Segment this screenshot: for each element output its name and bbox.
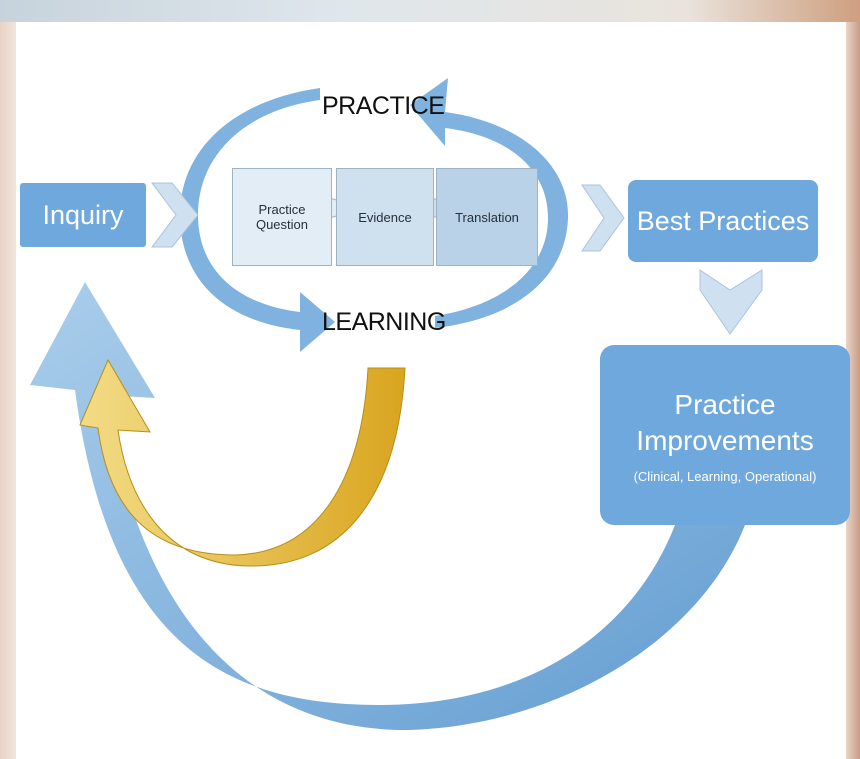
cycle-top-arrow [410, 78, 569, 328]
chevron-cycle-to-best [581, 184, 625, 252]
chevron-inquiry-to-cycle [151, 182, 199, 248]
inquiry-box: Inquiry [20, 183, 146, 247]
step-practice-question: Practice Question [232, 168, 332, 266]
gold-return-arrow [79, 358, 406, 567]
cycle-left-arrow [180, 88, 335, 352]
practice-improvements-box: Practice Improvements (Clinical, Learnin… [600, 345, 850, 525]
practice-label: PRACTICE [322, 92, 445, 120]
chevron-best-to-improvements [699, 269, 763, 335]
big-return-arrow [30, 282, 745, 731]
step-translation: Translation [436, 168, 538, 266]
top-background-band [0, 0, 860, 22]
improvements-subtitle: (Clinical, Learning, Operational) [633, 468, 817, 484]
best-practices-box: Best Practices [628, 180, 818, 262]
step-evidence: Evidence [336, 168, 434, 266]
learning-label: LEARNING [322, 308, 446, 336]
improvements-title: Practice Improvements [636, 388, 814, 456]
